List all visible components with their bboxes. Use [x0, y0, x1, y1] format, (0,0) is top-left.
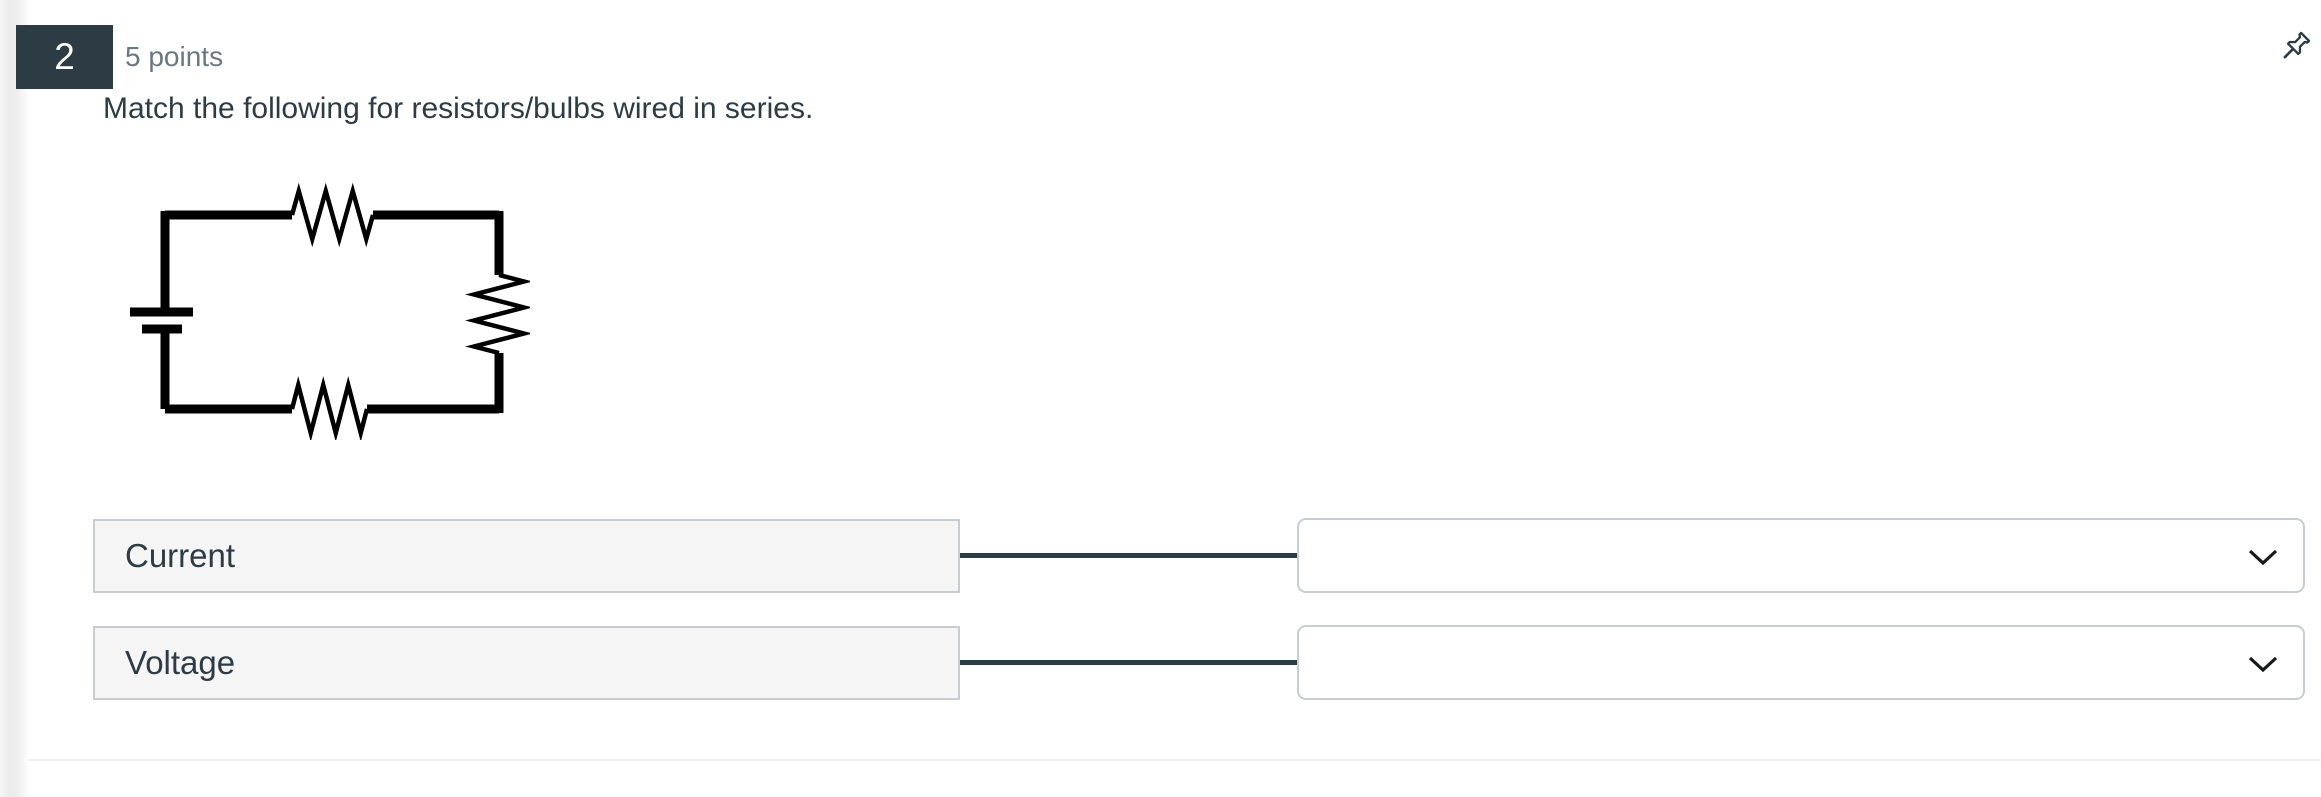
- left-edge-shadow: [0, 0, 30, 797]
- match-item-current: Current: [93, 519, 960, 593]
- points-label: 5 points: [125, 41, 224, 72]
- chevron-down-icon: [2248, 646, 2278, 680]
- series-circuit-diagram: [110, 180, 533, 445]
- question-bottom-divider: [28, 759, 2321, 761]
- question-number-badge: 2: [16, 25, 113, 89]
- match-item-label: Voltage: [125, 644, 236, 681]
- match-item-label: Current: [125, 537, 236, 574]
- answer-dropdown-current[interactable]: [1297, 518, 2305, 593]
- question-prompt: Match the following for resistors/bulbs …: [103, 92, 814, 125]
- connector-line: [960, 553, 1298, 558]
- connector-line: [960, 660, 1298, 665]
- question-number: 2: [54, 36, 75, 77]
- chevron-down-icon: [2248, 539, 2278, 573]
- match-item-voltage: Voltage: [93, 626, 960, 700]
- answer-dropdown-voltage[interactable]: [1297, 625, 2305, 700]
- pin-question-button[interactable]: [2274, 29, 2314, 69]
- pin-icon: [2275, 29, 2313, 70]
